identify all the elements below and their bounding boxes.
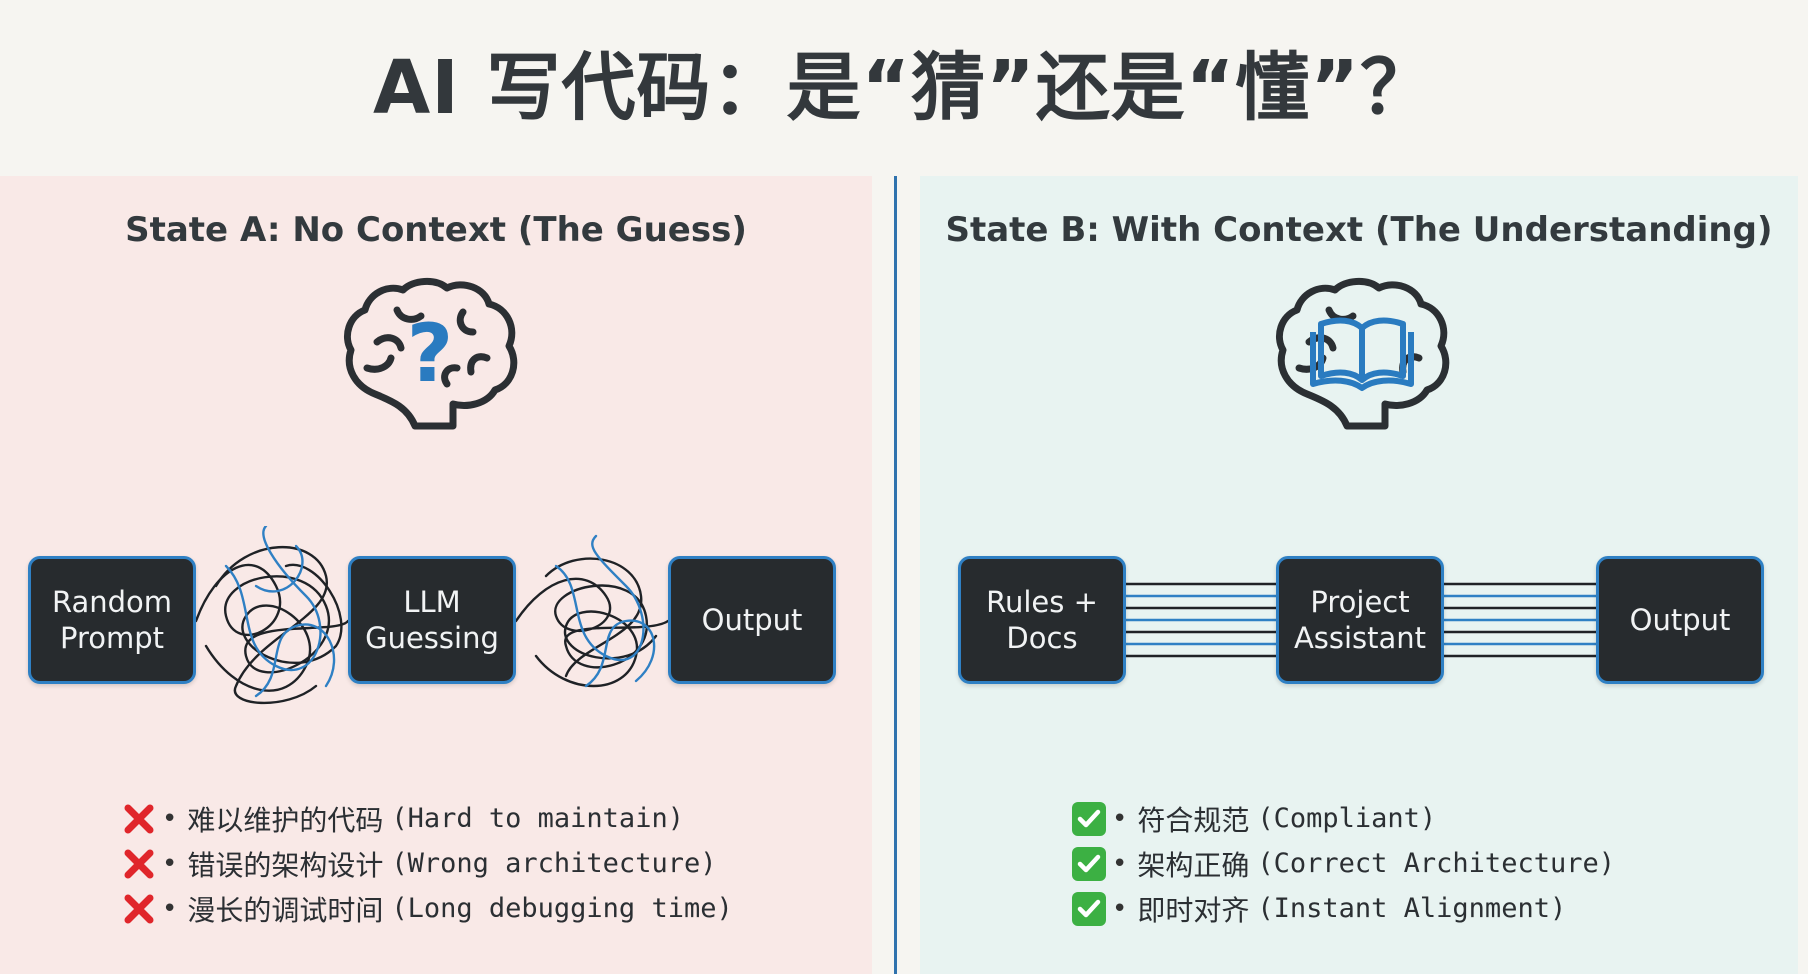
bullet-text-en: (Compliant): [1257, 803, 1437, 834]
tangled-connector-2: [516, 534, 668, 688]
bullet-list-no-context: • 难以维护的代码 (Hard to maintain) • 错误的架构设计 (…: [122, 796, 733, 931]
box-project-assistant-label: Project Assistant: [1293, 585, 1427, 655]
cross-icon: [122, 892, 156, 926]
bullet-text-cn: 即时对齐: [1137, 893, 1250, 927]
bullet-dot: •: [1112, 848, 1128, 879]
cross-icon: [122, 802, 156, 836]
box-random-prompt: Random Prompt: [28, 556, 196, 684]
list-item: • 错误的架构设计 (Wrong architecture): [122, 841, 733, 886]
box-rules-docs-label: Rules + Docs: [986, 585, 1098, 655]
tangled-connector-1: [196, 526, 348, 705]
panel-b-heading: State B: With Context (The Understanding…: [945, 210, 1773, 250]
page-title: AI 写代码：是“猜”还是“懂”？: [372, 45, 1436, 131]
box-output-b: Output: [1596, 556, 1764, 684]
list-item: • 架构正确 (Correct Architecture): [1072, 841, 1615, 886]
bullet-text-cn: 难以维护的代码: [187, 803, 384, 837]
bullet-dot: •: [162, 803, 178, 834]
cross-icon: [122, 847, 156, 881]
bullet-dot: •: [162, 848, 178, 879]
check-icon: [1072, 846, 1106, 881]
brain-question-icon: ?: [344, 278, 518, 430]
box-llm-guessing-label: LLM Guessing: [365, 585, 499, 655]
box-output-a: Output: [668, 556, 836, 684]
box-project-assistant: Project Assistant: [1276, 556, 1444, 684]
bullet-dot: •: [1112, 893, 1128, 924]
panel-a-heading: State A: No Context (The Guess): [125, 210, 747, 250]
bullet-text-cn: 错误的架构设计: [187, 848, 384, 882]
box-output-a-label: Output: [701, 603, 803, 637]
bullet-text-en: (Correct Architecture): [1257, 848, 1615, 879]
list-item: • 符合规范 (Compliant): [1072, 796, 1615, 841]
list-item: • 难以维护的代码 (Hard to maintain): [122, 796, 733, 841]
bullet-text-cn: 漫长的调试时间: [187, 893, 384, 927]
bullet-text-cn: 符合规范: [1137, 803, 1250, 837]
parallel-lines-connector-1: [1124, 582, 1276, 658]
svg-text:?: ?: [407, 307, 453, 400]
box-rules-docs: Rules + Docs: [958, 556, 1126, 684]
flow-no-context: Random Prompt LLM Guessing Output: [0, 526, 872, 716]
box-llm-guessing: LLM Guessing: [348, 556, 516, 684]
brain-book-icon: [1276, 278, 1450, 430]
bullet-text-en: (Wrong architecture): [391, 848, 717, 879]
bullet-text-cn: 架构正确: [1137, 848, 1250, 882]
list-item: • 即时对齐 (Instant Alignment): [1072, 886, 1615, 931]
bullet-text-en: (Long debugging time): [391, 893, 733, 924]
panel-no-context: State A: No Context (The Guess) ?: [0, 176, 872, 974]
bullet-text-en: (Hard to maintain): [391, 803, 684, 834]
parallel-lines-connector-2: [1444, 582, 1596, 658]
bullet-dot: •: [162, 893, 178, 924]
check-icon: [1072, 891, 1106, 926]
list-item: • 漫长的调试时间 (Long debugging time): [122, 886, 733, 931]
check-icon: [1072, 801, 1106, 836]
flow-with-context: Rules + Docs Project Assistant Output: [920, 526, 1798, 716]
box-output-b-label: Output: [1629, 603, 1731, 637]
bullet-list-with-context: • 符合规范 (Compliant) • 架构正确 (Correct Archi…: [1072, 796, 1615, 931]
bullet-dot: •: [1112, 803, 1128, 834]
box-random-prompt-label: Random Prompt: [51, 585, 173, 655]
bullet-text-en: (Instant Alignment): [1257, 893, 1567, 924]
panel-divider: [894, 176, 897, 974]
panel-with-context: State B: With Context (The Understanding…: [920, 176, 1798, 974]
